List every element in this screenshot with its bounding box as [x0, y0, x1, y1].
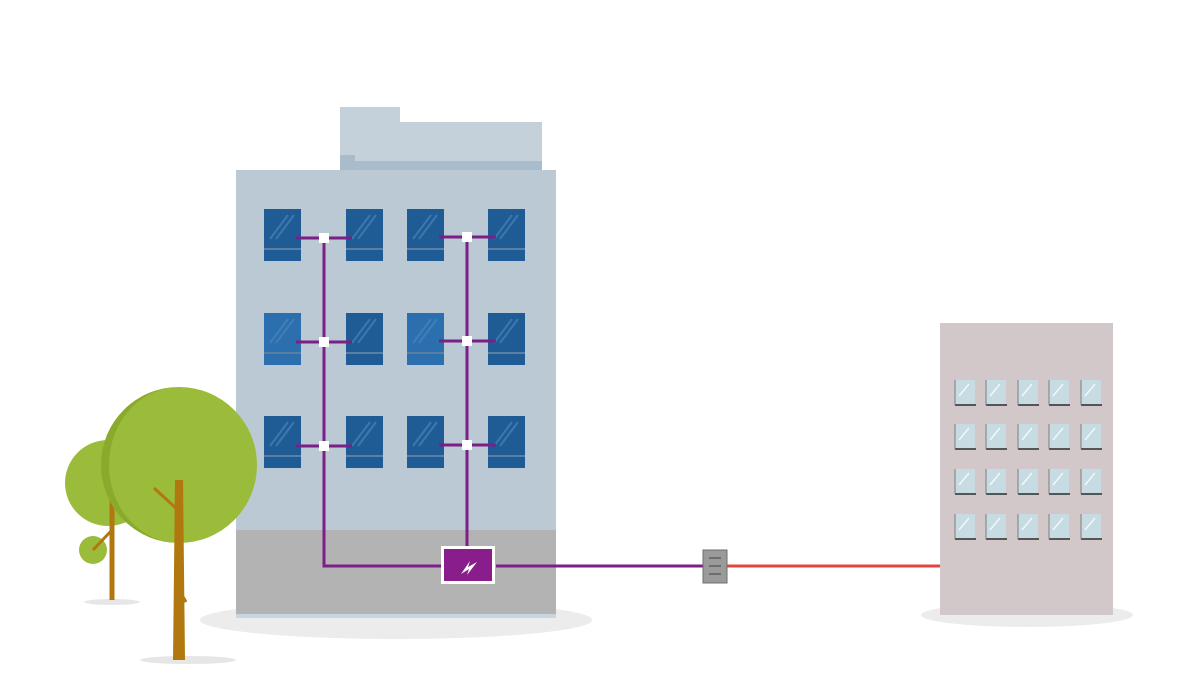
far-window [1017, 380, 1039, 406]
main-window [488, 209, 525, 261]
main-window [346, 209, 383, 261]
far-building-windows [954, 380, 1102, 540]
far-window [985, 469, 1007, 495]
far-window [954, 469, 976, 495]
far-window [985, 380, 1007, 406]
main-building [236, 170, 556, 618]
wiring-junctions [319, 232, 472, 451]
electric-meter [702, 549, 728, 584]
main-window [407, 313, 444, 365]
far-window [1017, 514, 1039, 540]
main-building-windows [264, 209, 525, 468]
roof-unit [340, 107, 542, 170]
main-window [264, 209, 301, 261]
far-window [954, 514, 976, 540]
far-window [954, 380, 976, 406]
far-window [1080, 424, 1102, 450]
far-window [1048, 380, 1070, 406]
main-window [488, 313, 525, 365]
far-window [985, 514, 1007, 540]
main-window [264, 416, 301, 468]
main-window [407, 209, 444, 261]
far-window [1048, 424, 1070, 450]
tree-shadow-small [84, 599, 140, 605]
main-window [407, 416, 444, 468]
lightning-bolt-icon [461, 561, 477, 575]
distribution-panel [441, 546, 495, 584]
main-window [346, 416, 383, 468]
tree-large [101, 387, 257, 660]
far-window [985, 424, 1007, 450]
far-window [1080, 380, 1102, 406]
far-window [1017, 469, 1039, 495]
main-window [346, 313, 383, 365]
tree-shadow-large [140, 656, 236, 664]
far-building [940, 323, 1113, 615]
main-window [264, 313, 301, 365]
far-window [1048, 514, 1070, 540]
far-window [1048, 469, 1070, 495]
far-window [954, 424, 976, 450]
far-window [1080, 469, 1102, 495]
main-building-ground-floor [236, 530, 556, 616]
far-window [1080, 514, 1102, 540]
far-window [1017, 424, 1039, 450]
main-window [488, 416, 525, 468]
